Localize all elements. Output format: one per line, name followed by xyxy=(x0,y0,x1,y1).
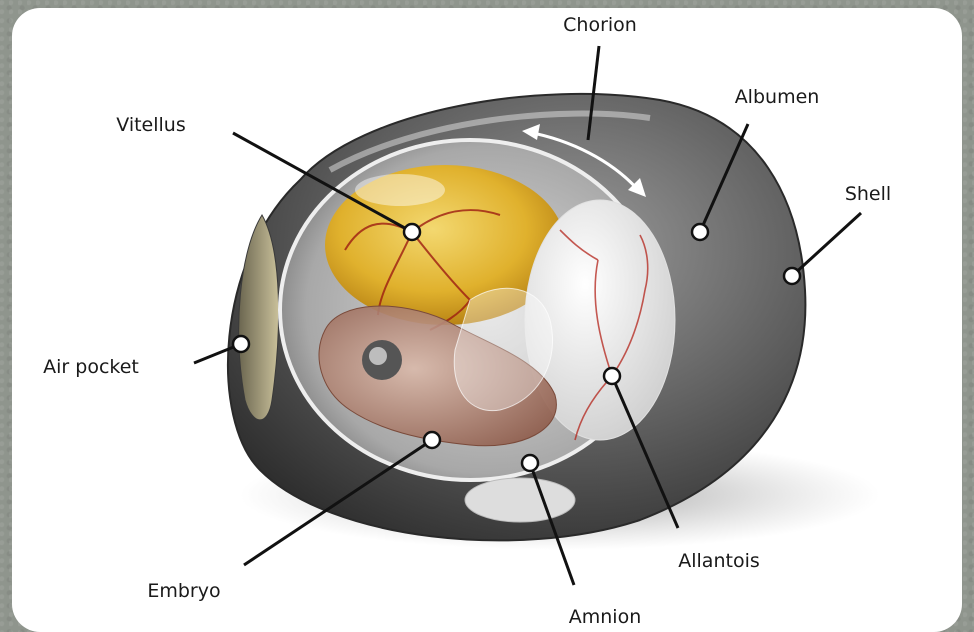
marker-vitellus xyxy=(404,224,420,240)
label-chorion: Chorion xyxy=(563,14,637,36)
embryo-eye-highlight xyxy=(369,347,387,365)
label-allantois: Allantois xyxy=(678,550,760,572)
label-vitellus: Vitellus xyxy=(116,114,186,136)
label-amnion: Amnion xyxy=(569,606,642,628)
label-shell: Shell xyxy=(845,183,891,205)
marker-albumen xyxy=(692,224,708,240)
amnion-shape xyxy=(465,478,575,522)
label-air-pocket: Air pocket xyxy=(43,356,139,378)
marker-shell xyxy=(784,268,800,284)
air-pocket-shape xyxy=(239,215,279,420)
label-albumen: Albumen xyxy=(735,86,820,108)
label-embryo: Embryo xyxy=(147,580,220,602)
yolk-highlight xyxy=(355,174,445,206)
marker-allantois xyxy=(604,368,620,384)
marker-air-pocket xyxy=(233,336,249,352)
leader-shell xyxy=(792,213,861,276)
marker-embryo xyxy=(424,432,440,448)
marker-amnion xyxy=(522,455,538,471)
